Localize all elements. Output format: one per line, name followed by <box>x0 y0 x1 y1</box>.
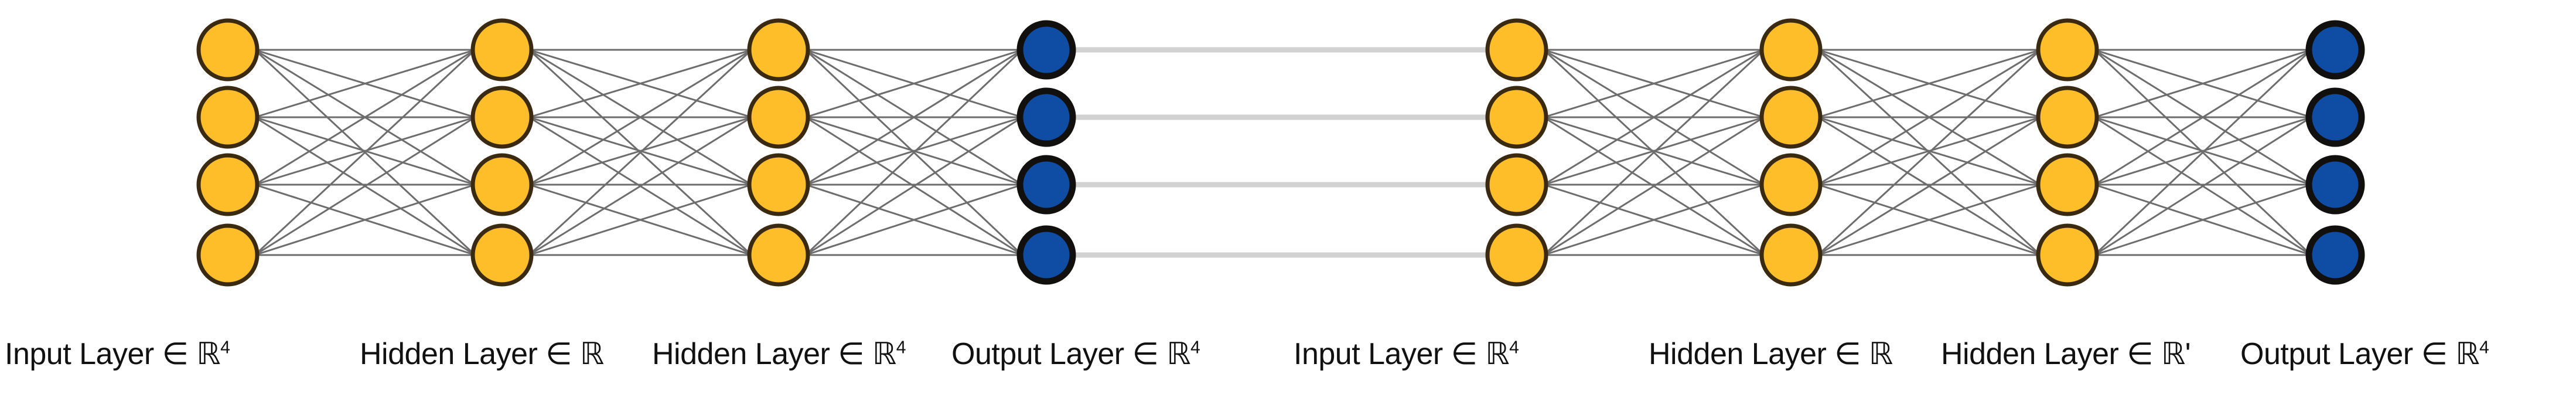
label-input-layer-right-sup: 4 <box>1509 338 1519 358</box>
label-hidden-layer-1-right-text: Hidden Layer ∈ ℝ <box>1649 337 1893 371</box>
edge-network-left-hidden-layer-2-3-to-output-layer-2 <box>804 116 1023 186</box>
label-hidden-layer-2-left: Hidden Layer ∈ ℝ4 <box>652 339 906 369</box>
node-network-right-input-layer-4 <box>1485 223 1548 287</box>
edge-network-right-input-layer-3-to-hidden-layer-1-1 <box>1543 49 1765 186</box>
label-output-layer-right: Output Layer ∈ ℝ4 <box>2240 339 2489 369</box>
node-network-right-input-layer-3 <box>1485 153 1548 216</box>
node-network-right-hidden-layer-1-2 <box>1759 86 1823 149</box>
network-edges-group <box>254 49 2312 256</box>
node-network-left-hidden-layer-2-1 <box>747 18 810 81</box>
label-output-layer-right-sup: 4 <box>2479 338 2489 358</box>
node-network-right-hidden-layer-2-4 <box>2036 223 2099 287</box>
edge-network-left-hidden-layer-2-2-to-output-layer-1 <box>804 49 1023 118</box>
edge-network-left-input-layer-4-to-hidden-layer-1-2 <box>254 116 476 256</box>
edge-network-left-hidden-layer-2-4-to-output-layer-1 <box>804 49 1023 256</box>
label-input-layer-right-text: Input Layer ∈ ℝ <box>1294 337 1510 371</box>
edge-network-left-hidden-layer-1-3-to-hidden-layer-2-1 <box>528 49 753 186</box>
edge-network-right-hidden-layer-2-3-to-output-layer-2 <box>2093 116 2312 186</box>
node-network-left-hidden-layer-1-3 <box>470 153 534 216</box>
edge-network-right-input-layer-4-to-hidden-layer-1-1 <box>1543 49 1765 256</box>
label-hidden-layer-1-right: Hidden Layer ∈ ℝ <box>1649 339 1893 369</box>
label-hidden-layer-2-right-text: Hidden Layer ∈ ℝ' <box>1941 337 2191 371</box>
neural-network-graphic <box>196 18 2365 287</box>
edge-network-right-hidden-layer-1-2-to-hidden-layer-2-1 <box>1817 49 2042 118</box>
edge-network-left-hidden-layer-1-4-to-hidden-layer-2-3 <box>528 183 753 256</box>
edge-network-right-hidden-layer-2-4-to-output-layer-1 <box>2093 49 2312 256</box>
label-input-layer-right: Input Layer ∈ ℝ4 <box>1294 339 1519 369</box>
node-network-left-input-layer-3 <box>196 153 260 216</box>
edge-network-right-hidden-layer-1-3-to-hidden-layer-2-1 <box>1817 49 2042 186</box>
node-network-left-hidden-layer-2-3 <box>747 153 810 216</box>
node-network-left-hidden-layer-1-4 <box>470 223 534 287</box>
node-network-left-hidden-layer-1-2 <box>470 86 534 149</box>
node-network-right-hidden-layer-1-1 <box>1759 18 1823 81</box>
node-network-left-output-layer-1 <box>1016 20 1076 80</box>
node-network-left-hidden-layer-2-4 <box>747 223 810 287</box>
node-network-left-output-layer-4 <box>1016 225 1076 285</box>
label-hidden-layer-1-left: Hidden Layer ∈ ℝ <box>360 339 604 369</box>
label-input-layer-left-sup: 4 <box>220 338 230 358</box>
node-network-right-output-layer-2 <box>2305 87 2365 147</box>
edge-network-left-hidden-layer-1-3-to-hidden-layer-2-2 <box>528 116 753 186</box>
edge-network-left-input-layer-3-to-hidden-layer-1-2 <box>254 116 476 186</box>
edge-network-right-hidden-layer-1-4-to-hidden-layer-2-3 <box>1817 183 2042 256</box>
label-hidden-layer-2-left-text: Hidden Layer ∈ ℝ <box>652 337 896 371</box>
label-hidden-layer-2-left-sup: 4 <box>896 338 906 358</box>
edge-network-right-hidden-layer-1-4-to-hidden-layer-2-2 <box>1817 116 2042 256</box>
node-network-right-hidden-layer-1-4 <box>1759 223 1823 287</box>
label-input-layer-left: Input Layer ∈ ℝ4 <box>5 339 230 369</box>
edge-network-right-hidden-layer-2-4-to-output-layer-2 <box>2093 116 2312 256</box>
edge-network-left-hidden-layer-2-3-to-output-layer-1 <box>804 49 1023 186</box>
edge-network-left-input-layer-4-to-hidden-layer-1-3 <box>254 183 476 256</box>
edge-network-right-hidden-layer-1-4-to-hidden-layer-2-1 <box>1817 49 2042 256</box>
edge-network-left-input-layer-4-to-hidden-layer-1-1 <box>254 49 476 256</box>
node-network-right-output-layer-3 <box>2305 155 2365 215</box>
node-network-right-input-layer-2 <box>1485 86 1548 149</box>
node-network-right-hidden-layer-2-3 <box>2036 153 2099 216</box>
label-input-layer-left-text: Input Layer ∈ ℝ <box>5 337 221 371</box>
label-output-layer-right-text: Output Layer ∈ ℝ <box>2240 337 2480 371</box>
node-network-left-input-layer-4 <box>196 223 260 287</box>
edge-network-right-hidden-layer-2-2-to-output-layer-1 <box>2093 49 2312 118</box>
node-network-right-hidden-layer-1-3 <box>1759 153 1823 216</box>
layer-labels-row: Input Layer ∈ ℝ4 Hidden Layer ∈ ℝ Hidden… <box>0 328 2576 401</box>
node-network-left-output-layer-3 <box>1016 155 1076 215</box>
edge-network-right-hidden-layer-2-4-to-output-layer-3 <box>2093 183 2312 256</box>
edge-network-left-input-layer-3-to-hidden-layer-1-1 <box>254 49 476 186</box>
edge-network-right-hidden-layer-2-3-to-output-layer-1 <box>2093 49 2312 186</box>
edge-network-right-input-layer-4-to-hidden-layer-1-3 <box>1543 183 1765 256</box>
edge-network-left-hidden-layer-1-2-to-hidden-layer-2-1 <box>528 49 753 118</box>
edge-network-right-input-layer-3-to-hidden-layer-1-2 <box>1543 116 1765 186</box>
edge-network-left-input-layer-2-to-hidden-layer-1-1 <box>254 49 476 118</box>
edge-network-left-hidden-layer-1-4-to-hidden-layer-2-2 <box>528 116 753 256</box>
label-output-layer-left: Output Layer ∈ ℝ4 <box>951 339 1200 369</box>
label-output-layer-left-sup: 4 <box>1190 338 1200 358</box>
label-output-layer-left-text: Output Layer ∈ ℝ <box>951 337 1191 371</box>
node-network-right-hidden-layer-2-2 <box>2036 86 2099 149</box>
node-network-right-hidden-layer-2-1 <box>2036 18 2099 81</box>
edge-network-right-input-layer-4-to-hidden-layer-1-2 <box>1543 116 1765 256</box>
edge-network-right-input-layer-2-to-hidden-layer-1-1 <box>1543 49 1765 118</box>
node-network-right-output-layer-1 <box>2305 20 2365 80</box>
network-nodes-group <box>196 18 2365 287</box>
edge-network-left-hidden-layer-1-4-to-hidden-layer-2-1 <box>528 49 753 256</box>
node-network-left-output-layer-2 <box>1016 87 1076 147</box>
node-network-left-hidden-layer-1-1 <box>470 18 534 81</box>
node-network-left-input-layer-1 <box>196 18 260 81</box>
node-network-right-input-layer-1 <box>1485 18 1548 81</box>
node-network-left-hidden-layer-2-2 <box>747 86 810 149</box>
edge-network-left-hidden-layer-2-4-to-output-layer-2 <box>804 116 1023 256</box>
node-network-left-input-layer-2 <box>196 86 260 149</box>
label-hidden-layer-1-left-text: Hidden Layer ∈ ℝ <box>360 337 604 371</box>
node-network-right-output-layer-4 <box>2305 225 2365 285</box>
inter-network-connector-group <box>1043 47 1520 258</box>
label-hidden-layer-2-right: Hidden Layer ∈ ℝ' <box>1941 339 2191 369</box>
edge-network-right-hidden-layer-1-3-to-hidden-layer-2-2 <box>1817 116 2042 186</box>
edge-network-left-hidden-layer-2-4-to-output-layer-3 <box>804 183 1023 256</box>
